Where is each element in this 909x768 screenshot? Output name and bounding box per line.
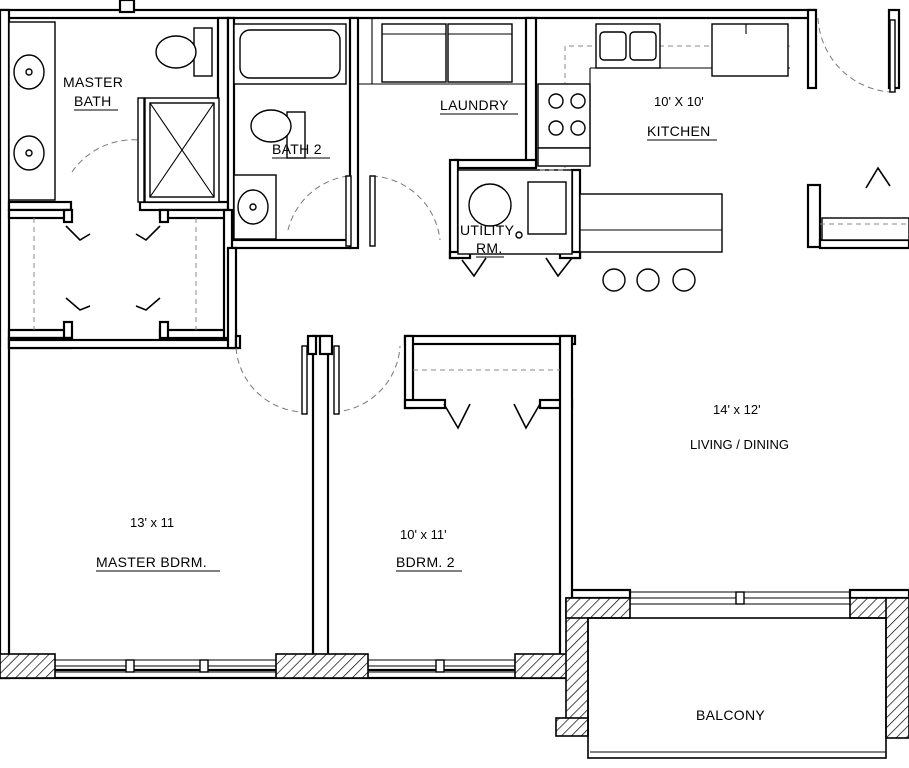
laundry-label: LAUNDRY bbox=[440, 97, 509, 113]
kitchen-label: KITCHEN bbox=[647, 123, 711, 139]
door-swings bbox=[71, 17, 896, 415]
master-bath-label-1: MASTER bbox=[63, 74, 123, 90]
balcony-railing bbox=[587, 617, 887, 759]
utility-label-1: UTILITY bbox=[460, 222, 515, 238]
utility-fixtures bbox=[457, 169, 573, 255]
balcony-label: BALCONY bbox=[696, 707, 765, 723]
kitchen-fixtures bbox=[537, 23, 909, 292]
bedroom2-label: BDRM. 2 bbox=[396, 554, 455, 570]
room-labels: MASTER BATH BATH 2 LAUNDRY 10' X 10' KIT… bbox=[63, 74, 789, 723]
bedroom2-dims: 10' x 11' bbox=[400, 527, 447, 542]
laundry-fixtures bbox=[358, 18, 526, 85]
window-hatching bbox=[0, 597, 909, 739]
master-bath-fixtures bbox=[8, 21, 220, 203]
kitchen-dims: 10' X 10' bbox=[654, 94, 704, 109]
interior-walls bbox=[7, 16, 582, 674]
bath2-fixtures bbox=[233, 23, 347, 240]
bath2-label: BATH 2 bbox=[272, 141, 322, 157]
windows bbox=[55, 591, 850, 673]
utility-label-2: RM. bbox=[476, 240, 503, 256]
master-bath-label-2: BATH bbox=[74, 93, 112, 109]
living-dims: 14' x 12' bbox=[713, 402, 761, 417]
living-label: LIVING / DINING bbox=[690, 437, 789, 452]
bifold-doors bbox=[33, 166, 909, 430]
master-bedroom-label: MASTER BDRM. bbox=[96, 554, 207, 570]
master-bedroom-dims: 13' x 11 bbox=[130, 515, 174, 530]
